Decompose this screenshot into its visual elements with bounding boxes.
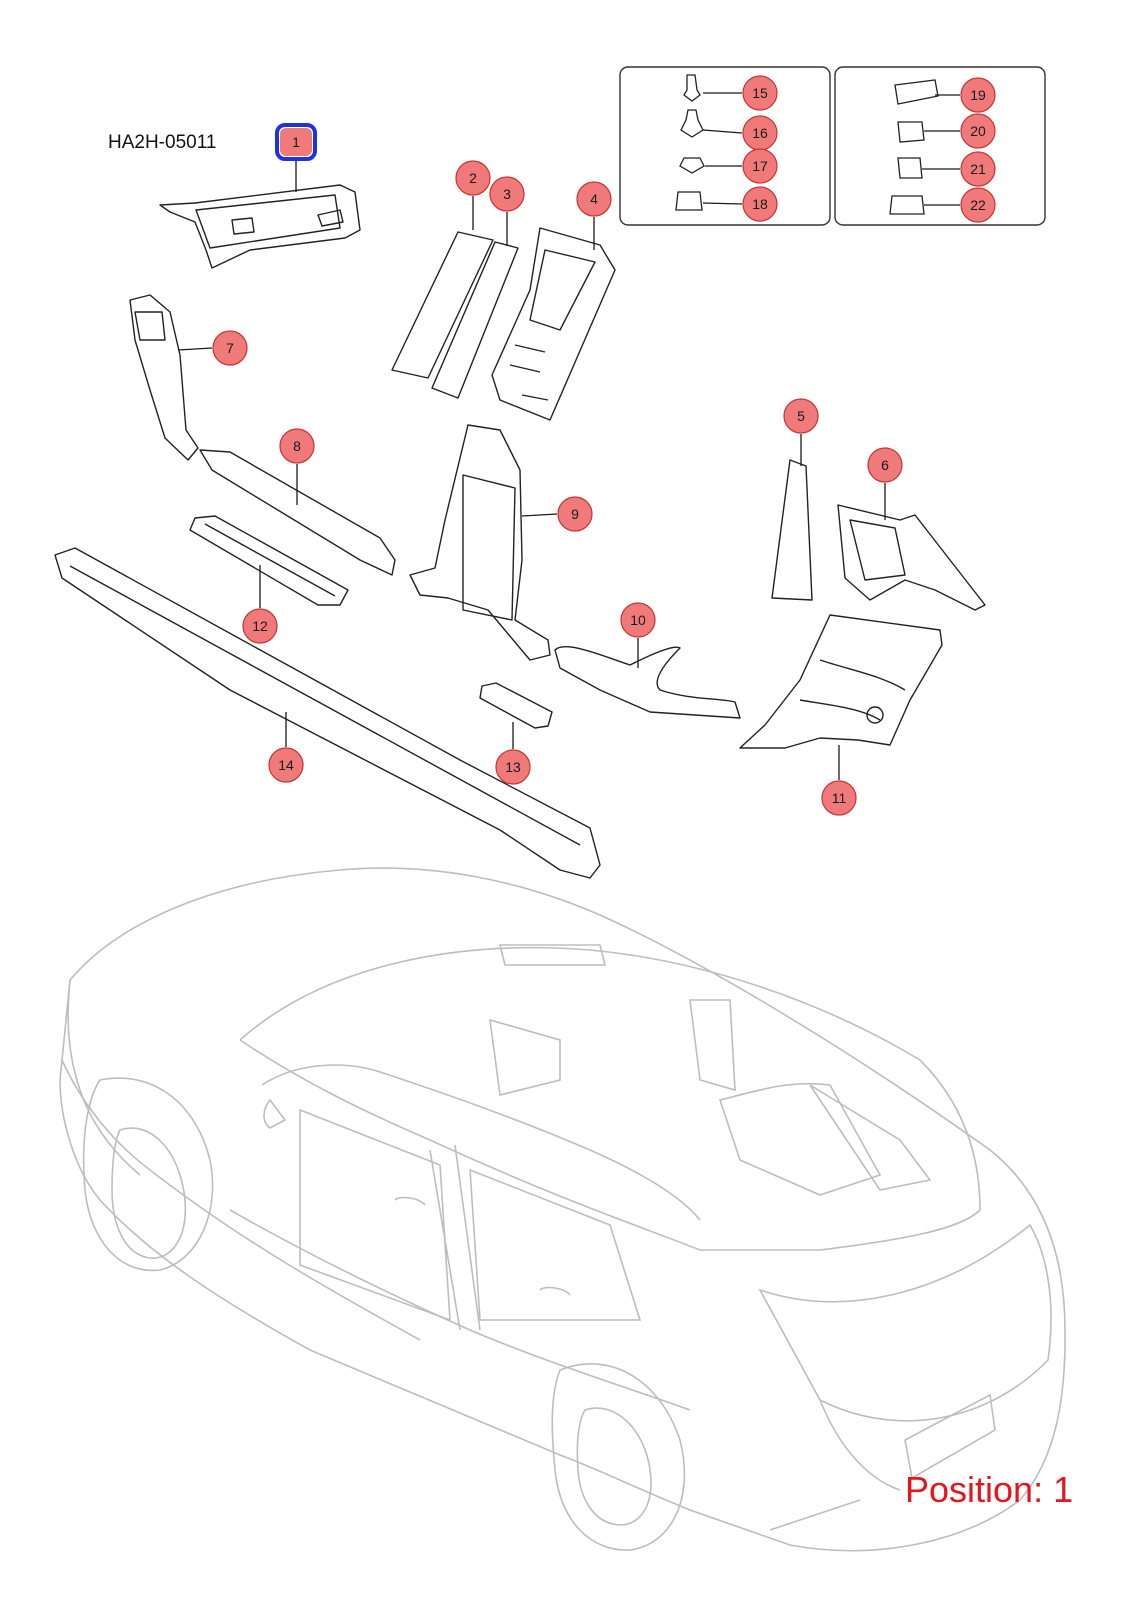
callout-label: 17 xyxy=(752,158,768,174)
callout-17[interactable]: 17 xyxy=(742,148,778,184)
callout-11[interactable]: 11 xyxy=(821,780,857,816)
leader-line-18 xyxy=(702,202,743,205)
callout-label: 12 xyxy=(252,618,268,634)
callout-circle[interactable] xyxy=(279,428,315,464)
callout-circle[interactable] xyxy=(821,780,857,816)
callout-2[interactable]: 2 xyxy=(455,160,491,196)
part-6-shape xyxy=(837,504,986,611)
callout-5[interactable]: 5 xyxy=(783,398,819,434)
callout-label: 15 xyxy=(752,85,768,101)
part-7-shape xyxy=(129,294,199,461)
leader-line-16 xyxy=(702,129,743,134)
part-1-shape xyxy=(159,184,361,269)
callout-label: 7 xyxy=(226,340,234,356)
callout-label: 14 xyxy=(278,757,294,773)
callout-6[interactable]: 6 xyxy=(867,447,903,483)
callout-circle[interactable] xyxy=(557,496,593,532)
callout-label: 13 xyxy=(505,759,521,775)
part-13-shape xyxy=(479,682,553,729)
leader-line-7 xyxy=(177,347,213,351)
part-3-shape xyxy=(431,241,519,399)
selected-callout-fill[interactable] xyxy=(280,128,312,156)
part-5-shape xyxy=(771,459,813,601)
vehicle-outline xyxy=(59,867,1066,1552)
part-11-shape xyxy=(739,614,943,749)
callout-circle[interactable] xyxy=(455,160,491,196)
callout-7[interactable]: 7 xyxy=(212,330,248,366)
selected-callout-label: 1 xyxy=(292,134,300,150)
callout-circle[interactable] xyxy=(495,749,531,785)
fastener-box-left xyxy=(619,66,831,226)
callout-circle[interactable] xyxy=(742,75,778,111)
callout-label: 9 xyxy=(571,506,579,522)
callout-circle[interactable] xyxy=(268,747,304,783)
part-14-shape xyxy=(54,547,601,879)
part-2-shape xyxy=(391,231,494,379)
part-10-shape xyxy=(554,646,741,719)
callout-circle[interactable] xyxy=(742,186,778,222)
callout-circle[interactable] xyxy=(867,447,903,483)
callout-circle[interactable] xyxy=(489,176,525,212)
callout-label: 5 xyxy=(797,408,805,424)
part-9-shape xyxy=(409,424,551,661)
callout-20[interactable]: 20 xyxy=(960,113,996,149)
callout-19[interactable]: 19 xyxy=(960,77,996,113)
callout-label: 18 xyxy=(752,196,768,212)
callout-circle[interactable] xyxy=(783,398,819,434)
callout-label: 21 xyxy=(970,161,986,177)
leader-lines xyxy=(177,92,960,780)
callout-4[interactable]: 4 xyxy=(576,181,612,217)
callout-label: 22 xyxy=(970,197,986,213)
callout-circle[interactable] xyxy=(212,330,248,366)
callout-group: 2 3 4 5 6 7 8 9 10 11 12 13 14 15 16 17 18 19 20 21 22 1 xyxy=(212,75,996,816)
callout-22[interactable]: 22 xyxy=(960,187,996,223)
callout-label: 11 xyxy=(832,790,847,806)
callout-label: 3 xyxy=(503,186,511,202)
callout-label: 16 xyxy=(752,125,768,141)
callout-label: 20 xyxy=(970,123,986,139)
callout-8[interactable]: 8 xyxy=(279,428,315,464)
callout-circle[interactable] xyxy=(576,181,612,217)
callout-label: 2 xyxy=(469,170,477,186)
selected-part-highlight xyxy=(275,123,317,161)
callout-circle[interactable] xyxy=(960,113,996,149)
callout-circle[interactable] xyxy=(242,608,278,644)
position-label: Position: 1 xyxy=(905,1469,1074,1510)
callout-10[interactable]: 10 xyxy=(620,602,656,638)
callout-label: 4 xyxy=(590,191,598,207)
callout-label: 10 xyxy=(630,612,646,628)
callout-circle[interactable] xyxy=(960,151,996,187)
fastener-box-right xyxy=(834,66,1046,226)
callout-15[interactable]: 15 xyxy=(742,75,778,111)
callout-13[interactable]: 13 xyxy=(495,749,531,785)
callout-21[interactable]: 21 xyxy=(960,151,996,187)
callout-circle[interactable] xyxy=(742,148,778,184)
callout-14[interactable]: 14 xyxy=(268,747,304,783)
callout-3[interactable]: 3 xyxy=(489,176,525,212)
diagram-code: HA2H-05011 xyxy=(108,132,217,153)
callout-label: 19 xyxy=(970,87,986,103)
callout-circle[interactable] xyxy=(620,602,656,638)
callout-18[interactable]: 18 xyxy=(742,186,778,222)
leader-line-9 xyxy=(521,513,558,517)
callout-circle[interactable] xyxy=(960,187,996,223)
callout-label: 6 xyxy=(881,457,889,473)
callout-circle[interactable] xyxy=(960,77,996,113)
callout-16[interactable]: 16 xyxy=(742,115,778,151)
part-8-shape xyxy=(199,449,396,576)
callout-1[interactable]: 1 xyxy=(280,128,312,156)
part-4-shape xyxy=(491,227,616,421)
callout-label: 8 xyxy=(293,438,301,454)
part-drawings xyxy=(54,184,986,879)
callout-12[interactable]: 12 xyxy=(242,608,278,644)
callout-9[interactable]: 9 xyxy=(557,496,593,532)
